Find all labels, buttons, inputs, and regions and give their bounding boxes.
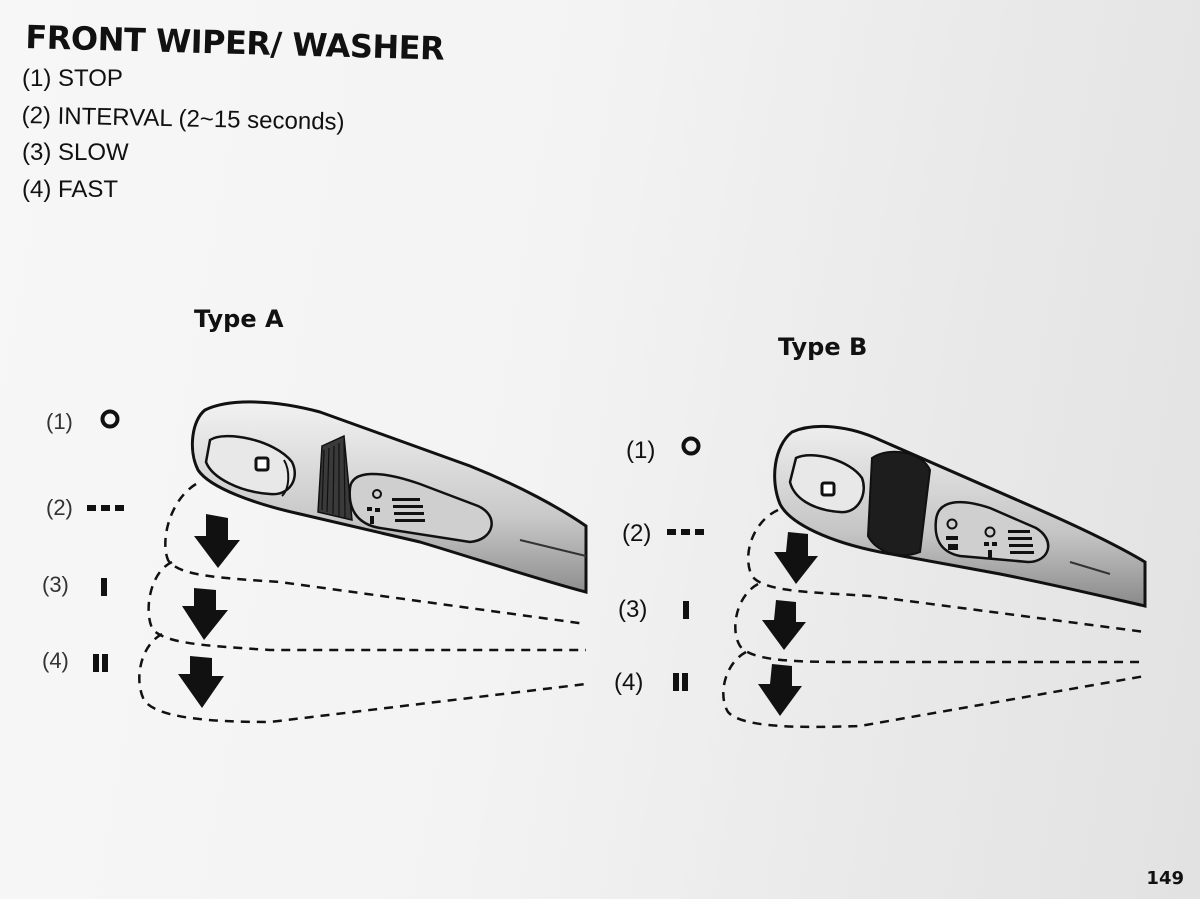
type-b-position-1-label: (1) (626, 437, 656, 464)
type-a-position-4-label: (4) (42, 648, 69, 673)
type-a-symbols (87, 409, 124, 672)
type-b-position-2-label: (2) (622, 520, 652, 547)
type-a-position-3-label: (3) (42, 572, 69, 597)
page-number: 149 (1146, 868, 1184, 889)
mode-stop: (1) STOP (22, 65, 123, 92)
down-arrow-icon (178, 656, 224, 708)
type-b-label: Type B (778, 333, 868, 361)
type-b-wiper-stalk (773, 424, 1147, 608)
intermittent-dashes-icon (667, 529, 704, 535)
type-b-position-3-label: (3) (618, 596, 648, 623)
type-a-position-2-label: (2) (46, 495, 73, 520)
mode-fast: (4) FAST (22, 176, 119, 203)
type-a-arrows (178, 514, 240, 708)
down-arrow-icon (774, 532, 818, 584)
down-arrow-icon (182, 588, 228, 640)
type-b-position-4-label: (4) (614, 669, 644, 696)
down-arrow-icon (194, 514, 240, 568)
down-arrow-icon (762, 600, 806, 650)
type-a-position-outlines (138, 482, 587, 724)
type-b-position-outlines (722, 508, 1146, 729)
intermittent-dashes-icon (87, 505, 124, 511)
type-b-symbols (667, 436, 704, 691)
down-arrow-icon (758, 664, 802, 716)
single-bar-icon (101, 578, 107, 596)
mode-slow: (3) SLOW (22, 139, 129, 166)
type-b-arrows (758, 532, 818, 716)
single-bar-icon (683, 601, 689, 619)
mode-list: (1) STOP (2) INTERVAL (2~15 seconds) (3)… (21, 60, 345, 208)
type-a-position-1-label: (1) (46, 409, 73, 434)
type-a-wiper-stalk (190, 400, 588, 594)
off-circle-icon (681, 436, 701, 456)
type-a-label: Type A (194, 305, 284, 333)
off-circle-icon (100, 409, 120, 429)
double-bar-icon (673, 673, 688, 691)
double-bar-icon (93, 654, 108, 672)
